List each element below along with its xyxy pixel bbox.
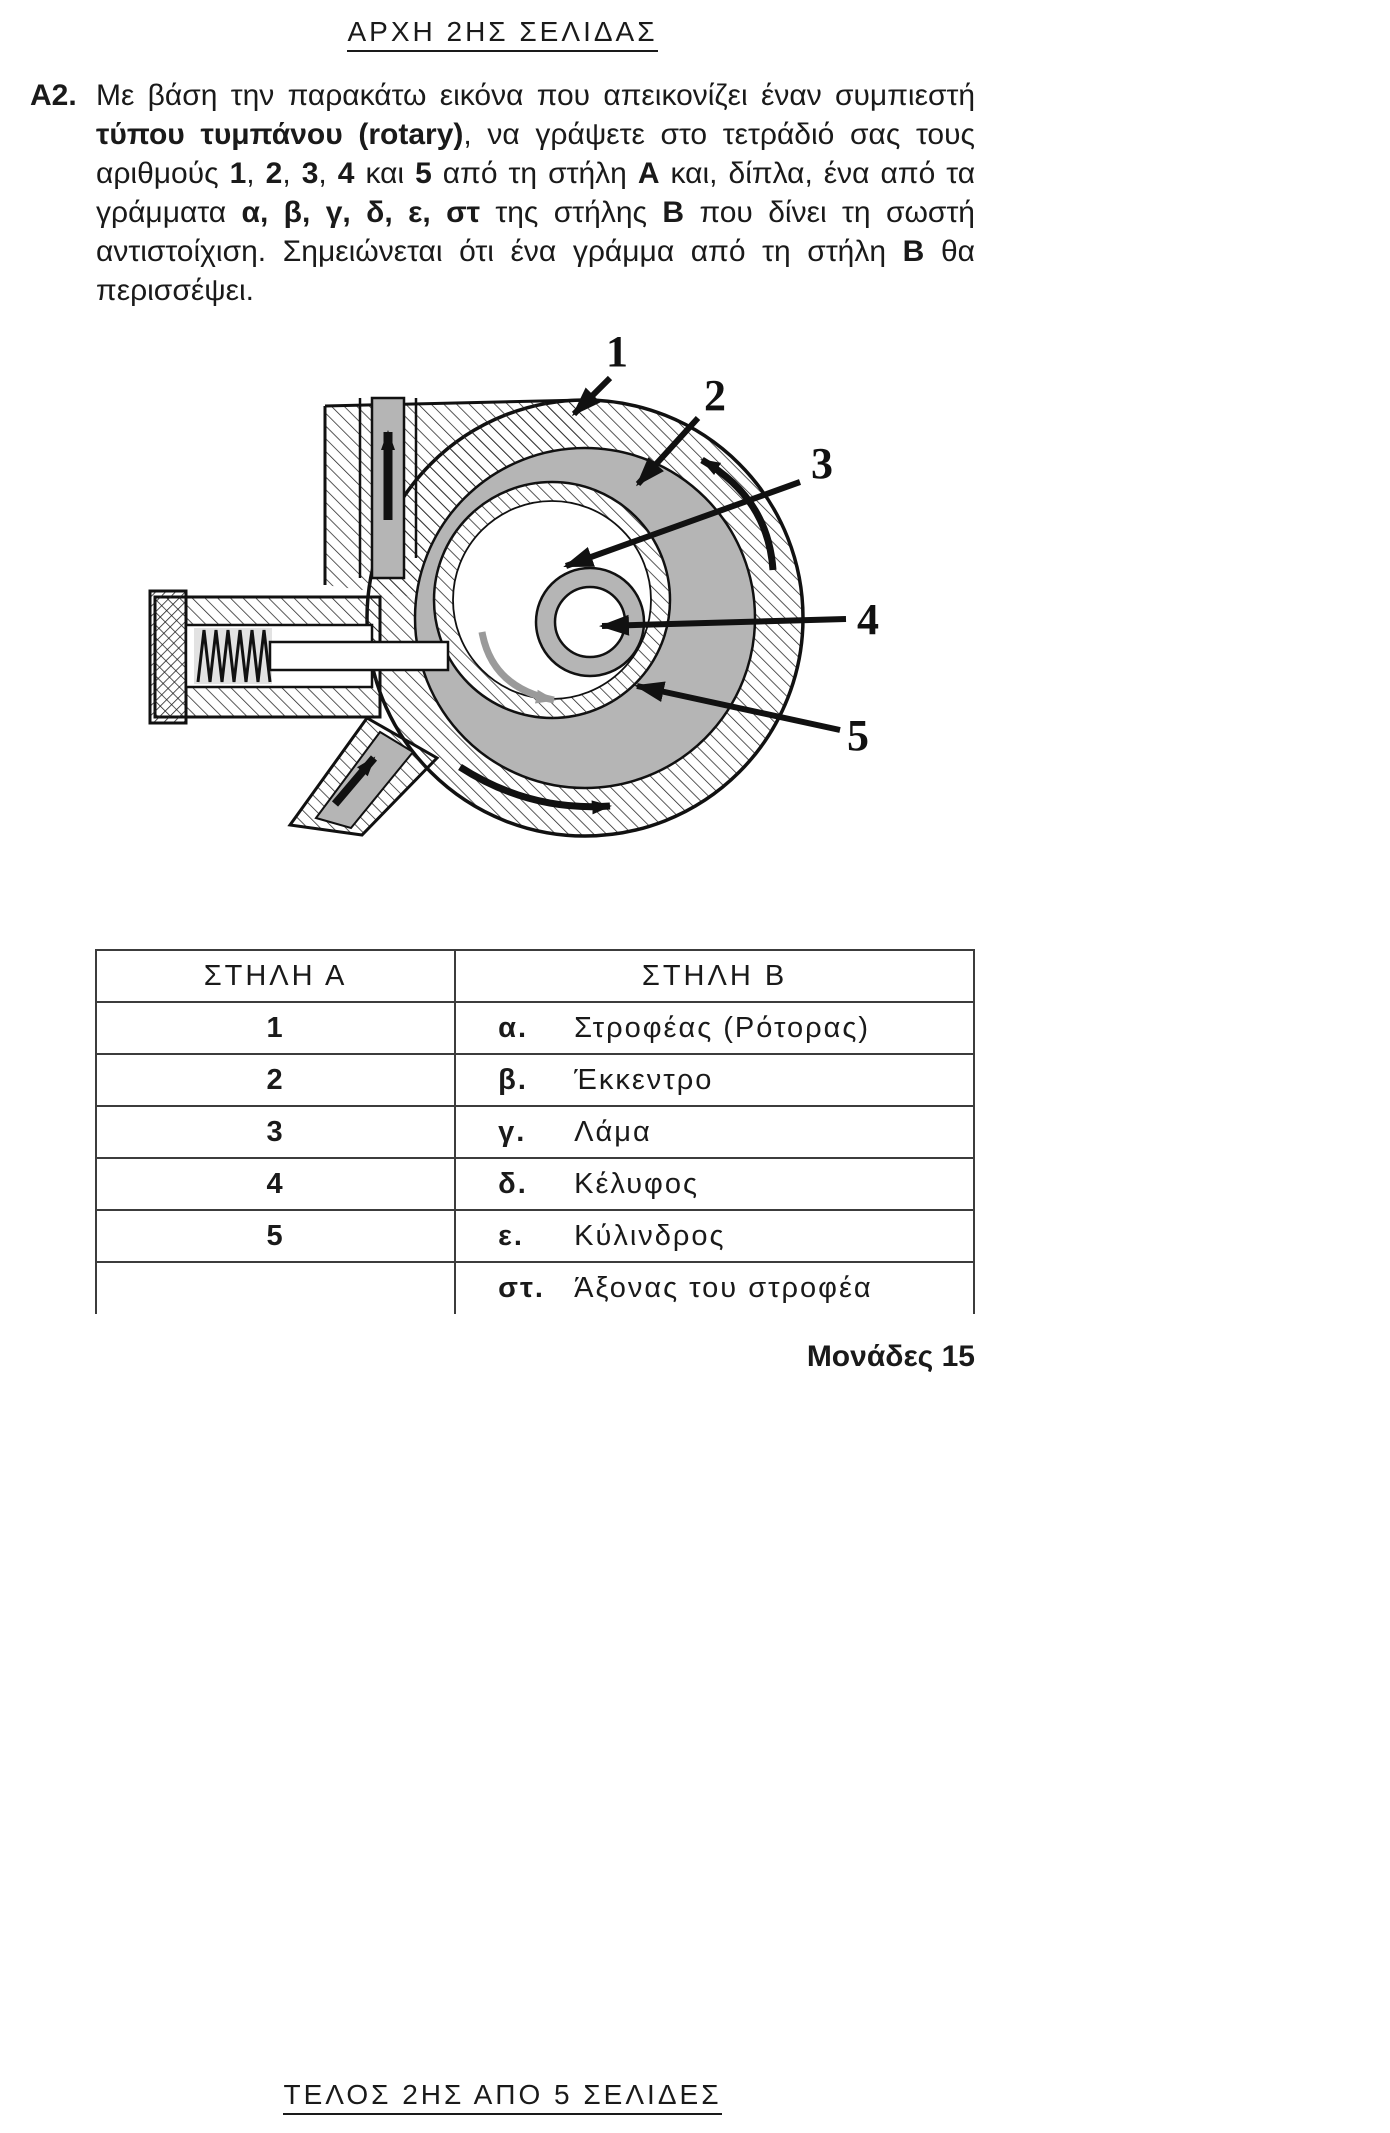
column-b-header: ΣΤΗΛΗ Β: [454, 949, 975, 1003]
blade: [268, 640, 450, 672]
page-header: ΑΡΧΗ 2ΗΣ ΣΕΛΙΔΑΣ: [30, 16, 975, 52]
question-bold-segment: 3: [301, 157, 319, 190]
question-segment: Με βάση την παρακάτω εικόνα που απεικονί…: [96, 79, 975, 112]
question-bold-segment: Β: [662, 196, 685, 229]
rotor-rotation-arrow-icon: [478, 631, 556, 704]
question-bold-segment: 2: [265, 157, 283, 190]
table-header-row: ΣΤΗΛΗ Α ΣΤΗΛΗ Β: [94, 949, 975, 1003]
column-b-cell: α. Στροφέας (Ρότορας): [454, 1001, 975, 1055]
question-segment: της στήλης: [479, 196, 663, 229]
column-a-number: 3: [94, 1105, 457, 1159]
column-b-cell: ε. Κύλινδρος: [454, 1209, 975, 1263]
column-a-number: 2: [94, 1053, 457, 1107]
page-footer-text: ΤΕΛΟΣ 2ΗΣ ΑΠΟ 5 ΣΕΛΙΔΕΣ: [283, 2079, 722, 2115]
column-b-letter: δ.: [498, 1167, 528, 1200]
column-b-letter: β.: [498, 1063, 528, 1096]
question-segment: και: [354, 157, 416, 190]
table-row: 5 ε. Κύλινδρος: [94, 1209, 975, 1263]
content-column: ΑΡΧΗ 2ΗΣ ΣΕΛΙΔΑΣ Α2. Με βάση την παρακάτ…: [30, 0, 975, 1374]
column-b-letter: ε.: [498, 1219, 524, 1252]
pointer-arrow-1: [571, 375, 613, 417]
column-b-cell: στ. Άξονας του στροφέα: [454, 1261, 975, 1314]
page-header-text: ΑΡΧΗ 2ΗΣ ΣΕΛΙΔΑΣ: [347, 16, 658, 52]
column-b-label: Έκκεντρο: [574, 1063, 714, 1096]
question-a2: Α2. Με βάση την παρακάτω εικόνα που απει…: [30, 76, 975, 310]
question-text: Με βάση την παρακάτω εικόνα που απεικονί…: [96, 76, 975, 310]
question-segment: ,: [282, 157, 302, 190]
column-b-cell: γ. Λάμα: [454, 1105, 975, 1159]
column-a-header: ΣΤΗΛΗ Α: [94, 949, 457, 1003]
question-segment: και, δίπλα, ένα από τα γράμματα: [96, 157, 976, 229]
column-b-label: Άξονας του στροφέα: [574, 1272, 873, 1304]
column-b-letter: α.: [498, 1011, 529, 1044]
pointer-arrow-5: [634, 681, 841, 733]
table-row: 1 α. Στροφέας (Ρότορας): [94, 1001, 975, 1055]
column-b-cell: β. Έκκεντρο: [454, 1053, 975, 1107]
table-row: 3 γ. Λάμα: [94, 1105, 975, 1159]
diagram-label-2: 2: [704, 371, 726, 420]
pointer-arrow-2: [635, 415, 701, 487]
column-a-number: 4: [94, 1157, 457, 1211]
question-segment: που δίνει τη σωστή αντιστοίχιση. Σημειών…: [96, 196, 975, 268]
rotor-shaft: [534, 566, 646, 678]
table-row: 2 β. Έκκεντρο: [94, 1053, 975, 1107]
column-b-label: Λάμα: [574, 1115, 652, 1148]
diagram-number-labels: 1 2 3 4 5: [606, 327, 879, 760]
suction-duct: [287, 716, 440, 837]
discharge-duct: [358, 396, 418, 580]
table-row: 4 δ. Κέλυφος: [94, 1157, 975, 1211]
column-b-letter: στ.: [498, 1272, 545, 1304]
question-bold-segment: τύπου τυμπάνου (rotary): [96, 118, 464, 151]
suction-arrow-icon: [331, 755, 378, 807]
question-segment: ,: [246, 157, 266, 190]
question-bold-segment: 4: [337, 157, 355, 190]
question-number: Α2.: [30, 79, 77, 112]
column-a-number: 5: [94, 1209, 457, 1263]
diagram-label-4: 4: [857, 595, 879, 644]
pointer-arrows: [563, 375, 847, 733]
blade-housing: [148, 589, 450, 725]
column-b-label: Κύλινδρος: [574, 1219, 726, 1252]
column-a-number: 1: [94, 1001, 457, 1055]
rotary-compressor-figure: 1 2 3 4 5: [148, 327, 879, 838]
end-cap: [148, 589, 188, 725]
page-footer: ΤΕΛΟΣ 2ΗΣ ΑΠΟ 5 ΣΕΛΙΔΕΣ: [30, 2079, 975, 2115]
gas-flow-arrow-icons: [458, 456, 777, 815]
pointer-arrow-3: [563, 479, 802, 569]
question-segment: ,: [318, 157, 338, 190]
diagram-label-5: 5: [847, 711, 869, 760]
question-bold-segment: 5: [415, 157, 432, 190]
question-segment: θα περισσέψει.: [96, 235, 975, 307]
diagram-label-1: 1: [606, 327, 628, 376]
column-b-label: Κέλυφος: [574, 1167, 699, 1200]
question-bold-segment: Β: [902, 235, 925, 268]
pointer-arrow-4: [599, 614, 847, 636]
compressor-diagram: 1 2 3 4 5: [130, 320, 890, 865]
question-segment: , να γράψετε στο τετράδιό σας τους αριθμ…: [96, 118, 975, 190]
question-bold-segment: 1: [229, 157, 247, 190]
question-bold-segment: Α: [637, 157, 660, 190]
column-a-number: [94, 1261, 457, 1314]
spring: [196, 629, 272, 683]
column-b-letter: γ.: [498, 1115, 527, 1148]
question-bold-segment: α, β, γ, δ, ε, στ: [241, 196, 480, 229]
table-row: στ. Άξονας του στροφέα: [94, 1261, 975, 1314]
diagram-label-3: 3: [811, 439, 833, 488]
column-b-cell: δ. Κέλυφος: [454, 1157, 975, 1211]
marks-label: Μονάδες 15: [806, 1340, 975, 1373]
column-b-label: Στροφέας (Ρότορας): [574, 1011, 871, 1044]
question-segment: από τη στήλη: [431, 157, 638, 190]
